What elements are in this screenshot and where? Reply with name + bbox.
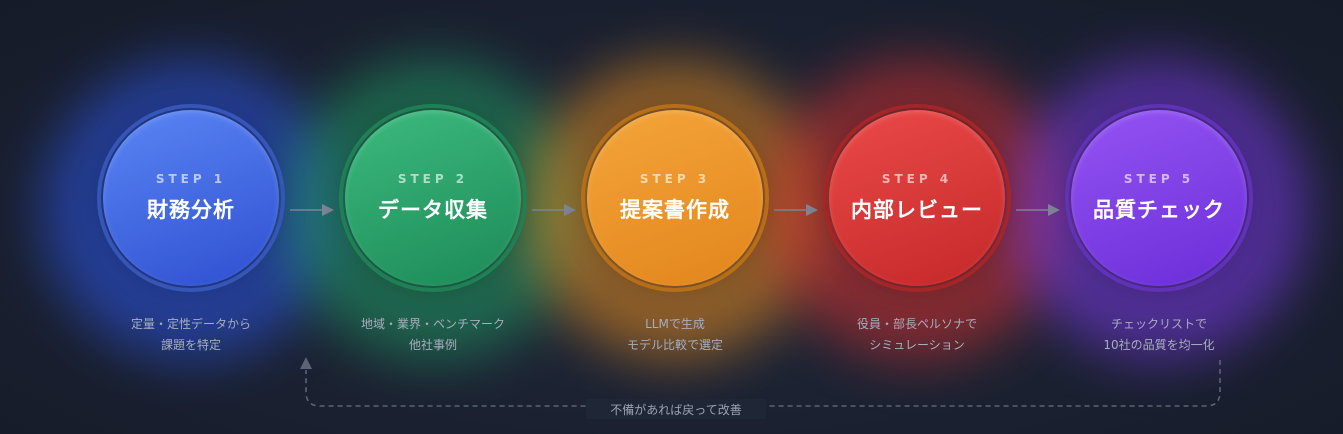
step-ring: STEP 5 品質チェック <box>1065 104 1253 292</box>
step-description: チェックリストで 10社の品質を均一化 <box>1103 314 1214 356</box>
step-1: STEP 1 財務分析 定量・定性データから 課題を特定 <box>71 104 311 356</box>
step-description-line: 10社の品質を均一化 <box>1103 338 1215 352</box>
step-description-line: 定量・定性データから <box>130 317 251 331</box>
step-description-line: 地域・業界・ベンチマーク <box>360 317 505 331</box>
loop-label: 不備があれば戻って改善 <box>586 399 766 419</box>
step-description-line: 他社事例 <box>408 338 457 352</box>
step-title: 財務分析 <box>147 198 235 222</box>
step-description-line: チェックリストで <box>1110 317 1207 331</box>
step-ring: STEP 1 財務分析 <box>97 104 285 292</box>
step-5: STEP 5 品質チェック チェックリストで 10社の品質を均一化 <box>1039 104 1279 356</box>
step-circle: STEP 2 データ収集 <box>345 110 521 286</box>
step-ring: STEP 3 提案書作成 <box>581 104 769 292</box>
step-number: STEP 4 <box>881 172 953 186</box>
step-number: STEP 5 <box>1123 172 1195 186</box>
step-title: 品質チェック <box>1093 198 1225 222</box>
step-number: STEP 1 <box>155 172 227 186</box>
step-number: STEP 2 <box>397 172 469 186</box>
step-description: LLMで生成 モデル比較で選定 <box>627 314 723 356</box>
step-2: STEP 2 データ収集 地域・業界・ベンチマーク 他社事例 <box>313 104 553 356</box>
step-description-line: 役員・部長ペルソナで <box>856 317 977 331</box>
step-ring: STEP 4 内部レビュー <box>823 104 1011 292</box>
step-title: 提案書作成 <box>620 198 730 222</box>
loop-arrowhead-icon <box>300 357 312 369</box>
step-3: STEP 3 提案書作成 LLMで生成 モデル比較で選定 <box>555 104 795 356</box>
step-description: 定量・定性データから 課題を特定 <box>131 314 251 356</box>
step-4: STEP 4 内部レビュー 役員・部長ペルソナで シミュレーション <box>797 104 1037 356</box>
step-circle: STEP 5 品質チェック <box>1071 110 1247 286</box>
step-description: 地域・業界・ベンチマーク 他社事例 <box>361 314 505 356</box>
step-description: 役員・部長ペルソナで シミュレーション <box>857 314 977 356</box>
arrow-right-icon <box>290 204 334 216</box>
step-circle: STEP 3 提案書作成 <box>587 110 763 286</box>
arrow-right-icon <box>774 204 818 216</box>
step-description-line: LLMで生成 <box>645 317 705 331</box>
step-ring: STEP 2 データ収集 <box>339 104 527 292</box>
arrow-right-icon <box>532 204 576 216</box>
step-description-line: 課題を特定 <box>160 338 221 352</box>
arrow-right-icon <box>1016 204 1060 216</box>
step-title: 内部レビュー <box>851 198 983 222</box>
step-circle: STEP 4 内部レビュー <box>829 110 1005 286</box>
step-description-line: シミュレーション <box>869 338 965 352</box>
step-description-line: モデル比較で選定 <box>626 338 723 352</box>
step-number: STEP 3 <box>639 172 711 186</box>
step-title: データ収集 <box>378 198 488 222</box>
step-circle: STEP 1 財務分析 <box>103 110 279 286</box>
